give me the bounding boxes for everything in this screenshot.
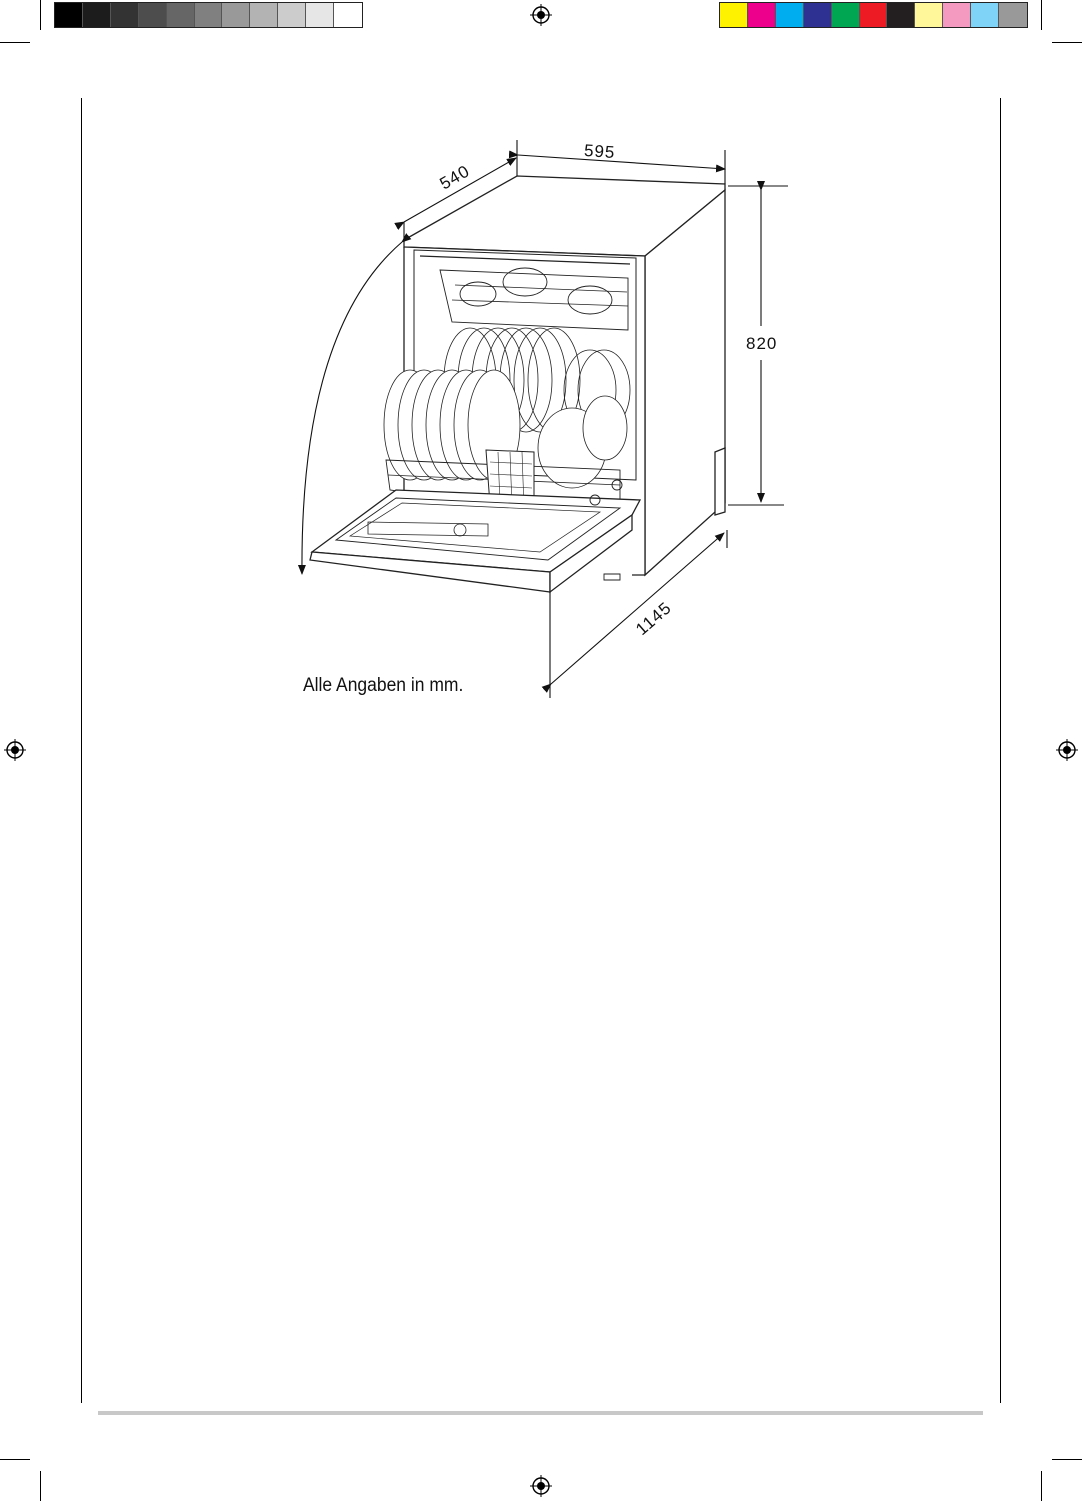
dishwasher-body [310,176,725,592]
crop-mark [0,1459,30,1460]
registration-mark-icon [530,1475,552,1497]
height-dimension-label: 820 [746,334,777,353]
depth-dimension-label: 540 [437,161,474,193]
crop-mark [40,1471,41,1501]
open-depth-dimension-label: 1145 [632,598,675,639]
crop-mark [1052,1459,1082,1460]
registration-mark-icon [4,739,26,761]
footer-rule [98,1411,983,1415]
dishwasher-dimension-drawing: 540 595 820 1145 [0,0,1082,720]
figure-caption: Alle Angaben in mm. [303,675,463,697]
registration-mark-icon [1056,739,1078,761]
width-dimension-label: 595 [583,141,616,162]
crop-mark [1041,1471,1042,1501]
